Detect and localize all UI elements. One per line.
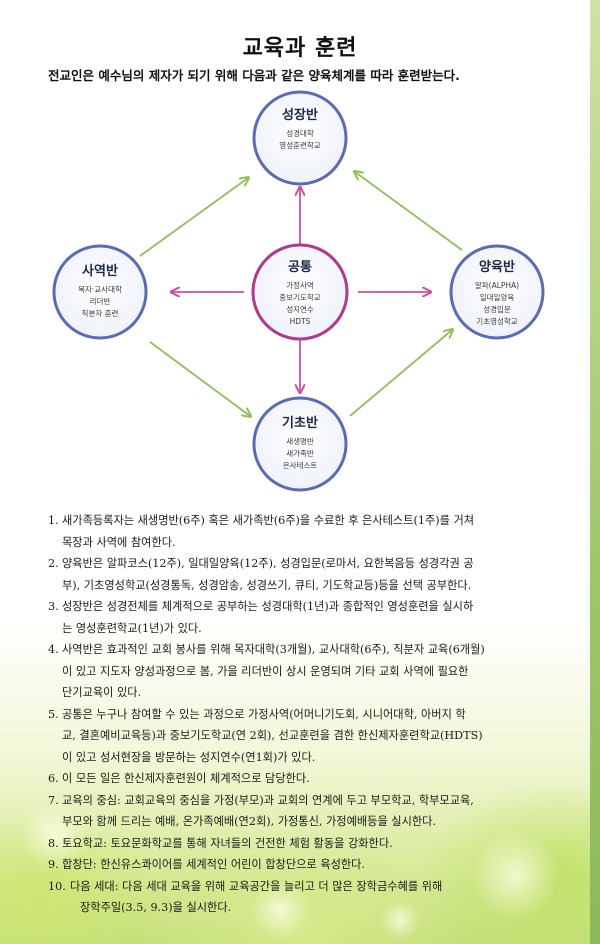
node-bottom-line: 은사테스트	[282, 461, 318, 470]
node-bottom-title: 기초반	[282, 416, 318, 431]
node-left-line: 리더반	[89, 297, 111, 306]
list-item-number: 7.	[48, 793, 59, 807]
list-item-number: 9.	[48, 858, 59, 871]
list-item-line: 교, 결혼예비교육등)과 중보기도학교(연 2회), 선교훈련을 겸한 한신제자…	[62, 729, 483, 742]
node-right-circle	[449, 244, 545, 340]
list-item-number: 5.	[48, 707, 59, 721]
list-item: 8. 토요학교: 토요문화학교를 통해 자녀들의 건전한 체험 활동을 강화한다…	[48, 833, 568, 855]
diagram-graphics	[52, 90, 545, 492]
list-item-line: 공통은 누구나 참여할 수 있는 과정으로 가정사역(어머니기도회, 시니어대학…	[62, 707, 466, 721]
list-item-line: 합창단: 한신유스콰이어를 세계적인 어린이 합창단으로 육성한다.	[62, 858, 366, 871]
training-diagram: 성장반 성경대학 영성훈련학교 사역반 목자·교사대학 리더반 직분자 훈련 공…	[0, 80, 600, 500]
page-subtitle: 전교인은 예수님의 제자가 되기 위해 다음과 같은 양육체계를 따라 훈련받는…	[48, 68, 460, 83]
list-item: 4. 사역반은 효과적인 교회 봉사를 위해 목자대학(3개월), 교사대학(6…	[48, 639, 568, 704]
arrow-left-to-bottom	[149, 341, 250, 416]
bokeh-light	[20, 800, 90, 870]
list-item: 10. 다음 세대: 다음 세대 교육을 위해 교육공간을 늘리고 더 많은 장…	[48, 876, 568, 919]
node-bottom: 기초반 새생명반 새가족반 은사테스트	[240, 412, 360, 472]
list-item-line: 단기교육이 있다.	[62, 686, 142, 699]
list-item: 5. 공통은 누구나 참여할 수 있는 과정으로 가정사역(어머니기도회, 시니…	[48, 704, 568, 769]
node-left-line: 목자·교사대학	[78, 285, 122, 294]
list-item-line: 장학주일(3.5, 9.3)을 실시한다.	[80, 901, 232, 914]
list-item-number: 8.	[48, 836, 59, 850]
list-item-line: 부), 기초영성학교(성경통독, 성경암송, 성경쓰기, 큐티, 기도학교등)등…	[62, 578, 472, 592]
node-center-line: HDTS	[289, 317, 311, 326]
list-item-line: 토요학교: 토요문화학교를 통해 자녀들의 건전한 체험 활동을 강화한다.	[62, 836, 393, 850]
node-center: 공통 가정사역 중보기도학교 성지연수 HDTS	[240, 256, 360, 328]
bokeh-light	[470, 830, 560, 920]
list-item-number: 6.	[48, 772, 59, 785]
node-left-circle	[52, 244, 148, 340]
list-item: 3. 성장반은 성경전체를 체계적으로 공부하는 성경대학(1년)과 종합적인 …	[48, 596, 568, 639]
list-item-line: 새가족등록자는 새생명반(6주) 혹은 새가족반(6주)을 수료한 후 은사테스…	[62, 514, 475, 527]
list-item-line: 사역반은 효과적인 교회 봉사를 위해 목자대학(3개월), 교사대학(6주),…	[62, 643, 485, 656]
arrow-bottom-to-right	[349, 330, 452, 417]
node-right-title: 양육반	[479, 260, 515, 275]
list-item-line: 이 있고 지도자 양성과정으로 봄, 가을 리더반이 상시 운영되며 기타 교회…	[62, 664, 469, 678]
list-item-line: 교육의 중심: 교회교육의 중심을 가정(부모)과 교회의 연계에 두고 부모학…	[62, 793, 474, 807]
node-top-circle	[252, 90, 348, 186]
list-item-line: 목장과 사역에 참여한다.	[62, 535, 176, 549]
node-center-circle	[251, 243, 349, 341]
list-item-line: 다음 세대: 다음 세대 교육을 위해 교육공간을 늘리고 더 많은 장학금수혜…	[70, 879, 443, 893]
arrow-right-to-top	[355, 172, 463, 251]
node-right-line: 일대일양육	[479, 293, 515, 302]
node-bottom-line: 새가족반	[286, 449, 314, 458]
node-center-line: 중보기도학교	[279, 293, 321, 302]
list-item-line: 부모와 함께 드리는 예배, 온가족예배(연2회), 가정통신, 가정예배등을 …	[62, 815, 437, 828]
node-top-line: 영성훈련학교	[279, 141, 321, 150]
list-item-number: 10.	[48, 879, 66, 893]
list-item: 1. 새가족등록자는 새생명반(6주) 혹은 새가족반(6주)을 수료한 후 은…	[48, 510, 568, 553]
list-item-line: 성장반은 성경전체를 체계적으로 공부하는 성경대학(1년)과 종합적인 영성훈…	[62, 600, 474, 613]
list-item: 9. 합창단: 한신유스콰이어를 세계적인 어린이 합창단으로 육성한다.	[48, 854, 568, 876]
list-item: 2. 양육반은 알파코스(12주), 일대일양육(12주), 성경입문(로마서,…	[48, 553, 568, 596]
node-right-line: 성경입문	[483, 305, 511, 314]
node-right: 양육반 알파(ALPHA) 일대일양육 성경입문 기초영성학교	[437, 256, 557, 328]
list-item-line: 이 모든 일은 한신제자훈련원이 체계적으로 담당한다.	[62, 772, 310, 785]
right-edge-strip	[590, 0, 600, 944]
list-item-number: 2.	[48, 557, 59, 570]
page-title: 교육과 훈련	[242, 36, 358, 61]
node-center-line: 성지연수	[286, 305, 314, 314]
bokeh-light	[380, 900, 420, 940]
list-item: 7. 교육의 중심: 교회교육의 중심을 가정(부모)과 교회의 연계에 두고 …	[48, 790, 568, 833]
list-item-line: 이 있고 성서현장을 방문하는 성지연수(연1회)가 있다.	[62, 750, 316, 764]
training-list: 1. 새가족등록자는 새생명반(6주) 혹은 새가족반(6주)을 수료한 후 은…	[48, 510, 568, 919]
list-item-number: 3.	[48, 600, 59, 613]
node-top-title: 성장반	[282, 108, 318, 123]
list-item-number: 1.	[48, 514, 59, 527]
node-top-line: 성경대학	[286, 129, 314, 138]
list-item: 6. 이 모든 일은 한신제자훈련원이 체계적으로 담당한다.	[48, 768, 568, 790]
node-right-line: 기초영성학교	[476, 317, 518, 326]
node-center-title: 공통	[288, 260, 312, 275]
bokeh-light	[250, 880, 310, 940]
node-top: 성장반 성경대학 영성훈련학교	[240, 104, 360, 152]
node-center-line: 가정사역	[286, 281, 314, 290]
list-item-line: 양육반은 알파코스(12주), 일대일양육(12주), 성경입문(로마서, 요한…	[62, 557, 474, 570]
node-left-title: 사역반	[82, 264, 118, 279]
node-bottom-line: 새생명반	[286, 437, 314, 446]
list-item-line: 는 영성훈련학교(1년)가 있다.	[62, 621, 202, 635]
node-right-line: 알파(ALPHA)	[474, 281, 520, 290]
node-bottom-circle	[252, 396, 348, 492]
node-left-line: 직분자 훈련	[81, 309, 119, 318]
arrow-left-to-top	[139, 178, 248, 257]
list-item-number: 4.	[48, 643, 59, 656]
node-left: 사역반 목자·교사대학 리더반 직분자 훈련	[40, 260, 160, 320]
